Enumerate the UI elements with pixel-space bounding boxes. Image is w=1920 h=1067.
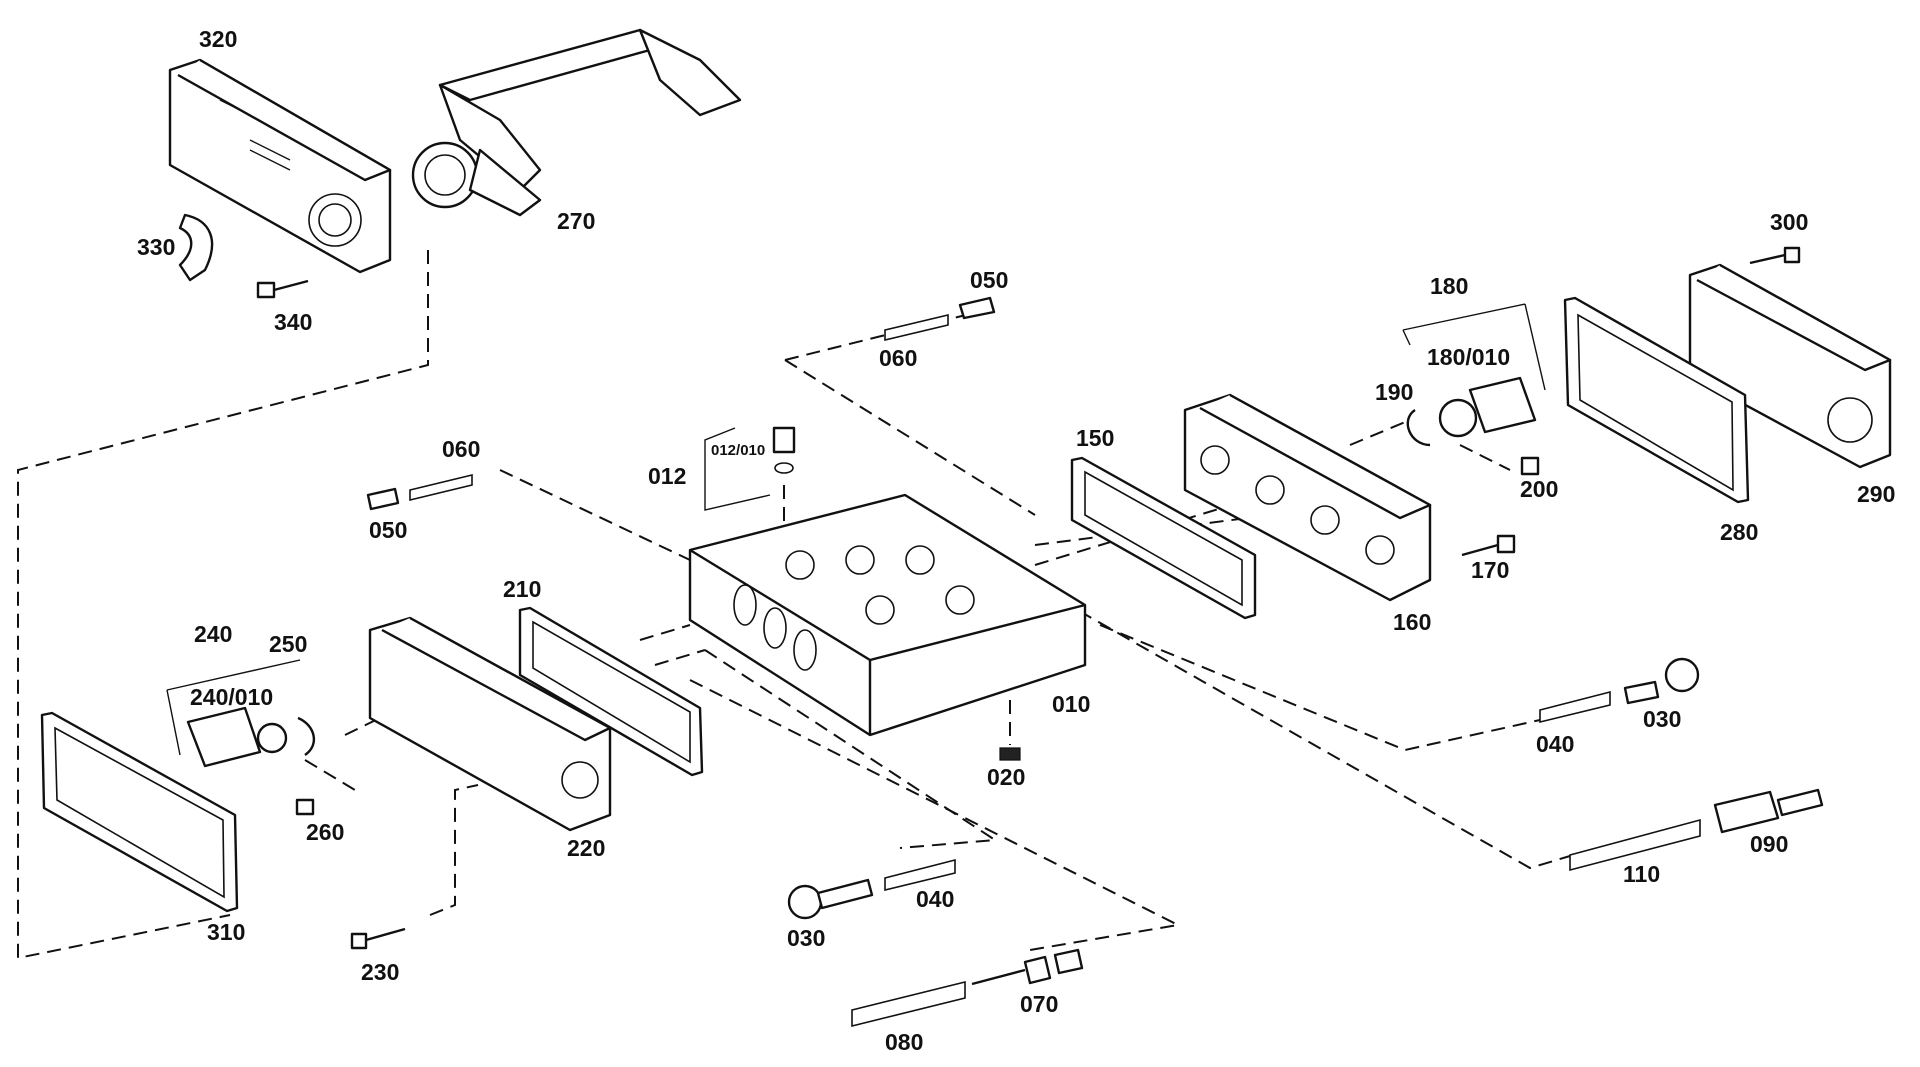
part-210-gasket [518,606,704,777]
callout-030-right: 030 [1643,706,1681,732]
part-250-ring [297,716,316,756]
part-080-spring [851,980,966,1028]
part-050-piston-left [366,487,400,511]
assembly-line-190 [1349,419,1411,446]
callout-150: 150 [1076,425,1114,451]
callout-220: 220 [567,835,605,861]
part-090-piston [1713,788,1824,834]
part-240-solenoid [166,659,301,768]
callout-050-left: 050 [369,517,407,543]
callout-080: 080 [885,1029,923,1055]
assembly-line-cover-left [17,250,429,960]
part-290-cover [1688,263,1892,469]
part-110-spring [1569,818,1701,872]
assembly-line-left-spring [499,469,691,561]
assembly-line-right-030 [1099,624,1541,752]
callout-340: 340 [274,309,312,335]
callout-160: 160 [1393,609,1431,635]
part-320-cover [168,58,392,274]
part-270-wiring-harness [411,28,742,217]
callout-190: 190 [1375,379,1413,405]
part-260-bolt [295,798,315,816]
callout-270: 270 [557,208,595,234]
callout-170: 170 [1471,557,1509,583]
callout-250: 250 [269,631,307,657]
part-340-bolt [256,279,309,299]
part-190-ring [1406,409,1431,447]
callout-012: 012 [648,463,686,489]
part-310-gasket [40,711,239,913]
part-180-solenoid [1402,303,1546,438]
assembly-line-lower-center-1 [704,649,998,849]
callout-320: 320 [199,26,237,52]
callout-040-right: 040 [1536,731,1574,757]
callout-012-010: 012/010 [711,442,765,459]
part-030-piston-lower [787,878,874,920]
part-280-gasket [1563,296,1750,504]
callout-060-top: 060 [879,345,917,371]
callout-labels: 320 270 330 340 050 060 180 180/010 190 … [137,26,1895,1055]
part-020-plug [999,747,1021,761]
callout-060-left: 060 [442,436,480,462]
part-060-spring-left [409,473,473,502]
part-300-bolt [1749,246,1801,265]
callout-010: 010 [1052,691,1090,717]
part-220-valve-housing [368,616,612,832]
part-170-bolt [1461,534,1516,557]
callout-070: 070 [1020,991,1058,1017]
part-230-bolt [350,927,406,950]
part-012-plug [704,426,796,511]
part-030-piston-right [1623,657,1700,705]
assembly-line-250 [304,717,381,791]
callout-290: 290 [1857,481,1895,507]
callout-030-lower: 030 [787,925,825,951]
callout-280: 280 [1720,519,1758,545]
assembly-line-230 [429,784,479,916]
callout-240-010: 240/010 [190,684,273,710]
callout-310: 310 [207,919,245,945]
assembly-line-200 [1459,444,1511,471]
callout-210: 210 [503,576,541,602]
assembly-line-lower-center-2 [689,679,1182,951]
assembly-line-upper-right [784,311,1036,516]
callout-300: 300 [1770,209,1808,235]
callout-260: 260 [306,819,344,845]
part-050-piston-top [958,296,996,320]
part-010-valve-body [688,493,1087,737]
part-160-valve-housing [1183,393,1432,602]
callout-090: 090 [1750,831,1788,857]
part-330-clip [178,213,214,282]
callout-230: 230 [361,959,399,985]
part-040-spring-right [1539,690,1611,724]
part-150-gasket [1070,456,1257,620]
callout-040-lower: 040 [916,886,954,912]
callout-180-010: 180/010 [1427,344,1510,370]
callout-200: 200 [1520,476,1558,502]
part-070-valve [971,948,1084,986]
part-040-spring-lower [884,858,956,892]
callout-110: 110 [1623,861,1660,887]
callout-240: 240 [194,621,232,647]
callout-180: 180 [1430,273,1468,299]
callout-330: 330 [137,234,175,260]
part-060-spring-top [884,313,949,342]
assembly-line-220-left [639,624,706,666]
callout-050-top: 050 [970,267,1008,293]
part-200-bolt [1520,456,1540,476]
assembly-line-right-090 [1059,599,1571,870]
callout-020: 020 [987,764,1025,790]
